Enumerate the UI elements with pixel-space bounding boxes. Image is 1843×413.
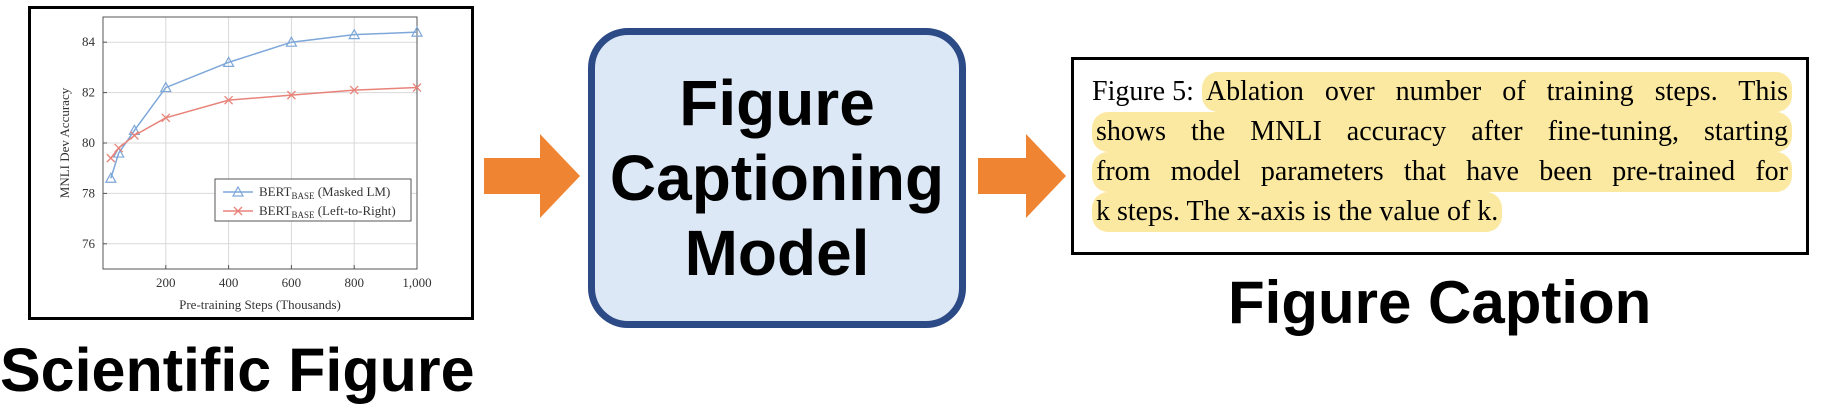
chart-series (104, 25, 424, 183)
y-axis-label: MNLI Dev Accuracy (57, 87, 72, 198)
figure-caption-box: Figure 5: Ablation over number of traini… (1071, 57, 1809, 255)
marker-stroke (286, 90, 296, 100)
marker-stroke (233, 206, 243, 216)
caption-text-line-1: Ablation over number of training steps. … (1201, 72, 1792, 112)
legend-label-masked-lm: BERTBASE (Masked LM) (259, 184, 390, 201)
marker-stroke (349, 85, 359, 95)
data-point-0 (128, 124, 141, 136)
chart-legend: BERTBASE (Masked LM) BERTBASE (Left-to-R… (214, 178, 412, 222)
y-tick-label: 78 (82, 185, 95, 200)
data-point-0 (159, 81, 172, 93)
data-point-1 (412, 83, 422, 93)
legend-entry-masked-lm: BERTBASE (Masked LM) (223, 184, 390, 201)
data-point-1 (161, 113, 171, 123)
data-point-1 (114, 143, 124, 153)
marker-stroke (129, 130, 139, 140)
scientific-figure-panel: 200 400 600 800 1,000 76 78 80 82 84 MNLI Dev Acc… (28, 6, 474, 320)
data-point-1 (129, 130, 139, 140)
series-line-0 (110, 31, 418, 179)
data-point-1 (106, 153, 116, 163)
y-tick-label: 84 (82, 34, 96, 49)
y-tick-label: 82 (82, 85, 95, 100)
marker-stroke (114, 143, 124, 153)
chart-grid (103, 17, 418, 269)
legend-box (214, 178, 412, 222)
model-title-line-3: Model (684, 216, 870, 289)
marker-stroke (224, 95, 234, 105)
x-tick-label: 400 (219, 275, 239, 290)
y-tick-label: 76 (82, 236, 96, 251)
series-1 (106, 83, 422, 163)
data-point-0 (104, 172, 117, 183)
right-arrow-icon (484, 134, 580, 218)
model-title-line-2: Captioning (609, 141, 945, 214)
chart-ticks: 200 400 600 800 1,000 76 78 80 82 84 (82, 34, 432, 290)
caption-line-2: shows the MNLI accuracy after fine-tunin… (1092, 112, 1792, 152)
legend-marker-0 (231, 185, 245, 197)
legend-label-left-to-right: BERTBASE (Left-to-Right) (259, 203, 396, 220)
arrow-shape (484, 134, 580, 218)
caption-text-line-3: from model parameters that have been pre… (1092, 152, 1792, 192)
x-tick-label: 1,000 (402, 275, 431, 290)
arrow-shape (978, 134, 1066, 218)
caption-line-1: Figure 5: Ablation over number of traini… (1092, 72, 1792, 112)
data-point-0 (112, 146, 125, 158)
data-point-0 (348, 28, 361, 40)
marker-stroke (161, 113, 171, 123)
figure-caption-label: Figure Caption (1228, 269, 1652, 336)
data-point-0 (222, 56, 235, 67)
series-0 (104, 25, 424, 183)
scientific-figure-label: Scientific Figure (0, 336, 475, 404)
marker-stroke (106, 153, 116, 163)
right-arrow-icon (978, 134, 1066, 218)
x-tick-label: 200 (156, 275, 176, 290)
caption-text-line-2: shows the MNLI accuracy after fine-tunin… (1092, 112, 1792, 152)
data-point-1 (286, 90, 296, 100)
legend-entry-left-to-right: BERTBASE (Left-to-Right) (223, 203, 396, 220)
line-chart: 200 400 600 800 1,000 76 78 80 82 84 MNLI Dev Acc… (57, 16, 432, 312)
x-axis-label: Pre-training Steps (Thousands) (179, 297, 341, 312)
data-point-1 (224, 95, 234, 105)
series-line-1 (110, 86, 418, 159)
data-point-0 (410, 25, 424, 37)
model-title: Figure Captioning Model (610, 66, 944, 291)
x-tick-label: 600 (282, 275, 302, 290)
caption-text-line-4: k steps. The x-axis is the value of k. (1092, 192, 1503, 232)
caption-line-3: from model parameters that have been pre… (1092, 152, 1792, 192)
y-tick-label: 80 (82, 135, 95, 150)
legend-marker-1 (233, 206, 243, 216)
data-point-0 (285, 35, 298, 47)
marker-stroke (412, 83, 422, 93)
figure-captioning-model-box: Figure Captioning Model (588, 28, 966, 328)
model-title-line-1: Figure (679, 66, 875, 139)
caption-line-4: k steps. The x-axis is the value of k. (1092, 192, 1792, 232)
caption-prefix: Figure 5: (1092, 76, 1194, 107)
x-tick-label: 800 (344, 275, 364, 290)
data-point-1 (349, 85, 359, 95)
